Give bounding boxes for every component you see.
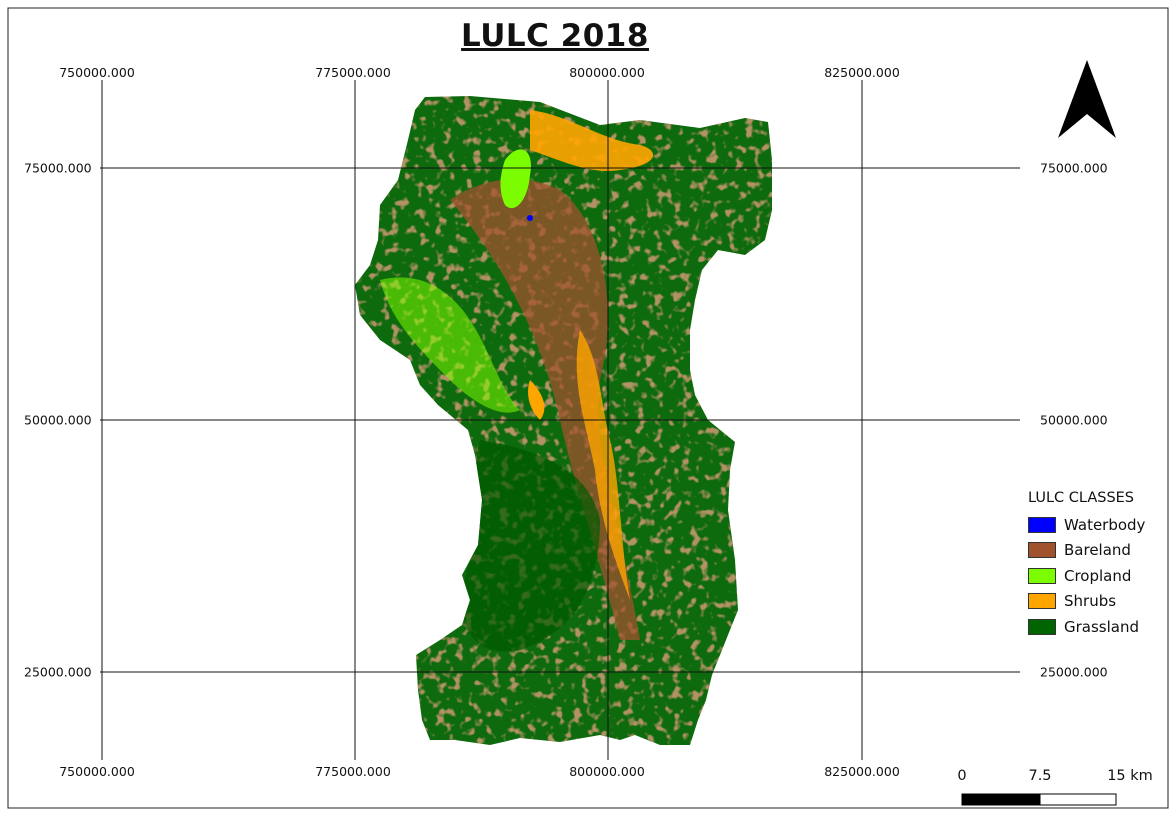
cropland-west — [380, 277, 520, 413]
shrubs-central — [576, 330, 630, 600]
x-tick-top: 750000.000 — [59, 65, 135, 80]
x-tick-top: 800000.000 — [569, 65, 645, 80]
legend-item-cropland: Cropland — [1028, 563, 1145, 589]
legend-swatch — [1028, 618, 1056, 635]
cropland-north — [500, 149, 531, 209]
legend-item-waterbody: Waterbody — [1028, 512, 1145, 538]
x-tick-bottom: 825000.000 — [824, 764, 900, 779]
scale-bar — [961, 793, 1117, 806]
y-tick-right: 75000.000 — [1040, 160, 1108, 176]
y-tick-left: 50000.000 — [24, 412, 92, 428]
legend-item-shrubs: Shrubs — [1028, 589, 1145, 615]
x-tick-bottom: 750000.000 — [59, 764, 135, 779]
shrubs-patch — [528, 380, 545, 420]
y-tick-left: 75000.000 — [24, 160, 92, 176]
scale-bar-segment-1 — [961, 793, 1041, 806]
legend-item-bareland: Bareland — [1028, 538, 1145, 564]
legend-label: Shrubs — [1064, 592, 1117, 611]
map-title: LULC 2018 — [461, 18, 649, 54]
legend-label: Grassland — [1064, 617, 1139, 636]
x-tick-bottom: 800000.000 — [569, 764, 645, 779]
scale-bar-label: 0 — [957, 768, 967, 784]
legend-title: LULC CLASSES — [1028, 490, 1135, 506]
scale-bar-label: 7.5 — [1028, 768, 1052, 784]
scale-bar-label: 15 km — [1107, 768, 1153, 784]
y-tick-left: 25000.000 — [24, 664, 92, 680]
y-tick-right: 50000.000 — [1040, 412, 1108, 428]
legend-label: Waterbody — [1064, 515, 1146, 534]
x-tick-top: 775000.000 — [315, 65, 391, 80]
legend-swatch — [1028, 516, 1056, 533]
legend-label: Cropland — [1064, 566, 1132, 585]
y-tick-right: 25000.000 — [1040, 664, 1108, 680]
shrubs-north — [530, 110, 654, 171]
legend-swatch — [1028, 542, 1056, 559]
legend-swatch — [1028, 567, 1056, 584]
legend-swatch — [1028, 593, 1056, 610]
graticule — [100, 80, 1020, 760]
legend-label: Bareland — [1064, 541, 1131, 560]
legend: LULC CLASSES Waterbody Bareland Cropland… — [1028, 490, 1145, 640]
north-arrow-icon — [1058, 60, 1116, 138]
scale-bar-segment-2 — [1039, 793, 1117, 806]
x-tick-bottom: 775000.000 — [315, 764, 391, 779]
x-tick-top: 825000.000 — [824, 65, 900, 80]
waterbody-spot — [527, 215, 533, 221]
grassland-south — [462, 440, 600, 652]
legend-item-grassland: Grassland — [1028, 614, 1145, 640]
